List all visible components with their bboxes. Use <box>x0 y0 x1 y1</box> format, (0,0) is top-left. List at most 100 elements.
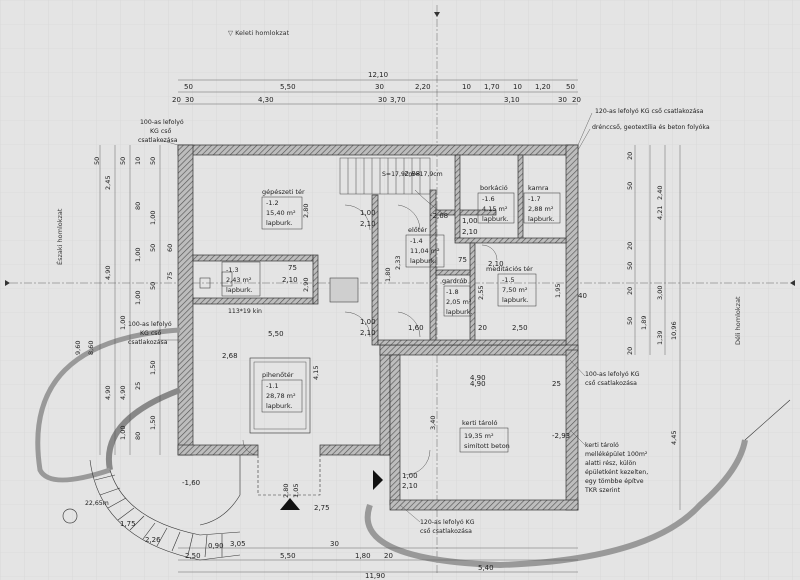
svg-text:2,20: 2,20 <box>415 83 431 91</box>
svg-text:lapburk.: lapburk. <box>528 215 555 223</box>
svg-text:1,00: 1,00 <box>402 472 418 480</box>
svg-text:2,05 m²: 2,05 m² <box>446 298 472 306</box>
svg-text:1,75: 1,75 <box>120 520 136 528</box>
svg-text:4,90: 4,90 <box>104 266 112 280</box>
svg-text:100-as lefolyó: 100-as lefolyó <box>128 320 172 328</box>
svg-text:2,68: 2,68 <box>222 352 238 360</box>
svg-text:7,50 m²: 7,50 m² <box>502 286 528 294</box>
svg-text:20: 20 <box>384 552 393 560</box>
dimensions-top: 12,10 50 5,50 30 2,20 10 1,70 10 1,20 50… <box>172 71 581 104</box>
gutter-note-top-left: 100-as lefolyó KG cső csatlakozása <box>138 118 184 144</box>
svg-text:4,45: 4,45 <box>670 431 678 445</box>
dimensions-left: 9,60 8,60 2,45 4,90 4,90 4,90 50 50 10 5… <box>74 157 174 440</box>
svg-text:2,88 m²: 2,88 m² <box>528 205 554 213</box>
svg-text:0,90: 0,90 <box>208 542 224 550</box>
svg-text:120-as lefolyó KG: 120-as lefolyó KG <box>420 518 475 526</box>
svg-text:3,40: 3,40 <box>429 416 437 430</box>
svg-text:20: 20 <box>572 96 581 104</box>
svg-text:-1.7: -1.7 <box>528 195 541 203</box>
gutter-note-middle-right: 100-as lefolyó KG cső csatlakozása <box>585 370 640 387</box>
shed-note: kerti tároló melléképület 100m² alatti r… <box>584 441 648 494</box>
gutter-note-top-right: 120-as lefolyó KG cső csatlakozása <box>595 106 704 115</box>
svg-text:KG cső: KG cső <box>140 328 161 337</box>
svg-text:melléképület 100m²: melléképület 100m² <box>585 450 648 458</box>
svg-text:1,00: 1,00 <box>134 248 142 262</box>
svg-text:11,04 m²: 11,04 m² <box>410 247 440 255</box>
svg-text:2,55: 2,55 <box>477 286 485 300</box>
svg-text:2,10: 2,10 <box>488 260 504 268</box>
svg-text:lapburk.: lapburk. <box>502 296 529 304</box>
svg-text:2,50: 2,50 <box>185 552 201 560</box>
svg-text:25: 25 <box>552 380 561 388</box>
svg-text:5,50: 5,50 <box>268 330 284 338</box>
svg-text:lapburk.: lapburk. <box>410 257 437 265</box>
svg-text:3,10: 3,10 <box>504 96 520 104</box>
svg-text:30: 30 <box>558 96 567 104</box>
gutter-note-bottom: 120-as lefolyó KG cső csatlakozása <box>420 518 475 535</box>
svg-text:alatti rész, külön: alatti rész, külön <box>585 459 636 467</box>
svg-text:-1.2: -1.2 <box>266 199 279 207</box>
svg-text:TKR szerint: TKR szerint <box>584 487 621 494</box>
room-pantry: kamra -1.7 2,88 m² lapburk. <box>523 184 561 224</box>
svg-text:-1.8: -1.8 <box>446 288 459 296</box>
svg-text:1,05: 1,05 <box>292 484 300 498</box>
svg-text:-1.1: -1.1 <box>266 382 279 390</box>
svg-text:25: 25 <box>134 382 142 390</box>
svg-text:50: 50 <box>626 317 634 325</box>
svg-text:1,00: 1,00 <box>462 217 478 225</box>
svg-text:csatlakozása: csatlakozása <box>138 136 178 144</box>
svg-text:2,50: 2,50 <box>512 324 528 332</box>
room-garden-storage: kerti tároló 19,35 m² simított beton <box>459 419 510 453</box>
annotations: 100-as lefolyó KG cső csatlakozása 120-a… <box>128 106 710 535</box>
svg-text:50: 50 <box>184 83 193 91</box>
svg-text:gépészeti tér: gépészeti tér <box>262 188 305 196</box>
svg-text:4,90: 4,90 <box>470 380 486 388</box>
svg-text:50: 50 <box>149 244 157 252</box>
svg-text:1,00: 1,00 <box>134 291 142 305</box>
slab-note: 113*19 kin <box>228 308 262 315</box>
svg-text:1,70: 1,70 <box>484 83 500 91</box>
svg-text:-1.6: -1.6 <box>482 195 495 203</box>
svg-text:4,21: 4,21 <box>656 206 664 220</box>
svg-text:borkáció: borkáció <box>480 184 508 192</box>
svg-text:-2,93: -2,93 <box>552 432 570 440</box>
svg-text:1,95: 1,95 <box>554 284 562 298</box>
svg-text:-1.5: -1.5 <box>502 276 515 284</box>
shed-entrance-arrow-icon <box>373 470 383 490</box>
svg-text:75: 75 <box>288 264 297 272</box>
svg-text:80: 80 <box>134 432 142 440</box>
svg-text:15,40 m²: 15,40 m² <box>266 209 296 217</box>
svg-text:1,39: 1,39 <box>656 331 664 345</box>
svg-text:30: 30 <box>378 96 387 104</box>
gutter-note-middle-left: 100-as lefolyó KG cső csatlakozása <box>128 320 172 346</box>
svg-text:csatlakozása: csatlakozása <box>128 338 168 346</box>
svg-text:50: 50 <box>566 83 575 91</box>
svg-text:75: 75 <box>166 272 174 280</box>
spiral-stair-treads <box>94 474 223 558</box>
south-elevation-label: Déli homlokzat <box>734 296 742 345</box>
svg-text:80: 80 <box>134 202 142 210</box>
curved-terrace <box>35 327 791 569</box>
svg-text:egy tömbbe építve: egy tömbbe építve <box>585 477 644 485</box>
room-lounge: pihenőtér -1.1 28,78 m² lapburk. <box>249 357 311 434</box>
svg-text:50: 50 <box>149 157 157 165</box>
svg-text:20: 20 <box>626 242 634 250</box>
svg-text:50: 50 <box>93 157 101 165</box>
svg-text:KG cső: KG cső <box>150 126 171 135</box>
svg-text:1,60: 1,60 <box>408 324 424 332</box>
stairs <box>339 157 446 216</box>
svg-text:50: 50 <box>626 262 634 270</box>
svg-text:3,70: 3,70 <box>390 96 406 104</box>
svg-text:20: 20 <box>626 287 634 295</box>
svg-text:2,26: 2,26 <box>145 536 161 544</box>
door-swings <box>242 204 498 476</box>
svg-text:5,40: 5,40 <box>478 564 494 572</box>
stair-treads <box>347 158 421 194</box>
svg-text:meditációs tér: meditációs tér <box>486 265 533 273</box>
room-machinery: gépészeti tér -1.2 15,40 m² lapburk. <box>261 188 305 230</box>
svg-text:1,89: 1,89 <box>640 316 648 330</box>
dimensions-interior: 5,50 4,90 1,00 2,10 1,00 2,10 1,00 2,10 … <box>120 170 587 550</box>
svg-text:100-as lefolyó: 100-as lefolyó <box>140 118 184 126</box>
orientation-labels: ▽ Keleti homlokzat Északi homlokzat Déli… <box>55 29 742 345</box>
